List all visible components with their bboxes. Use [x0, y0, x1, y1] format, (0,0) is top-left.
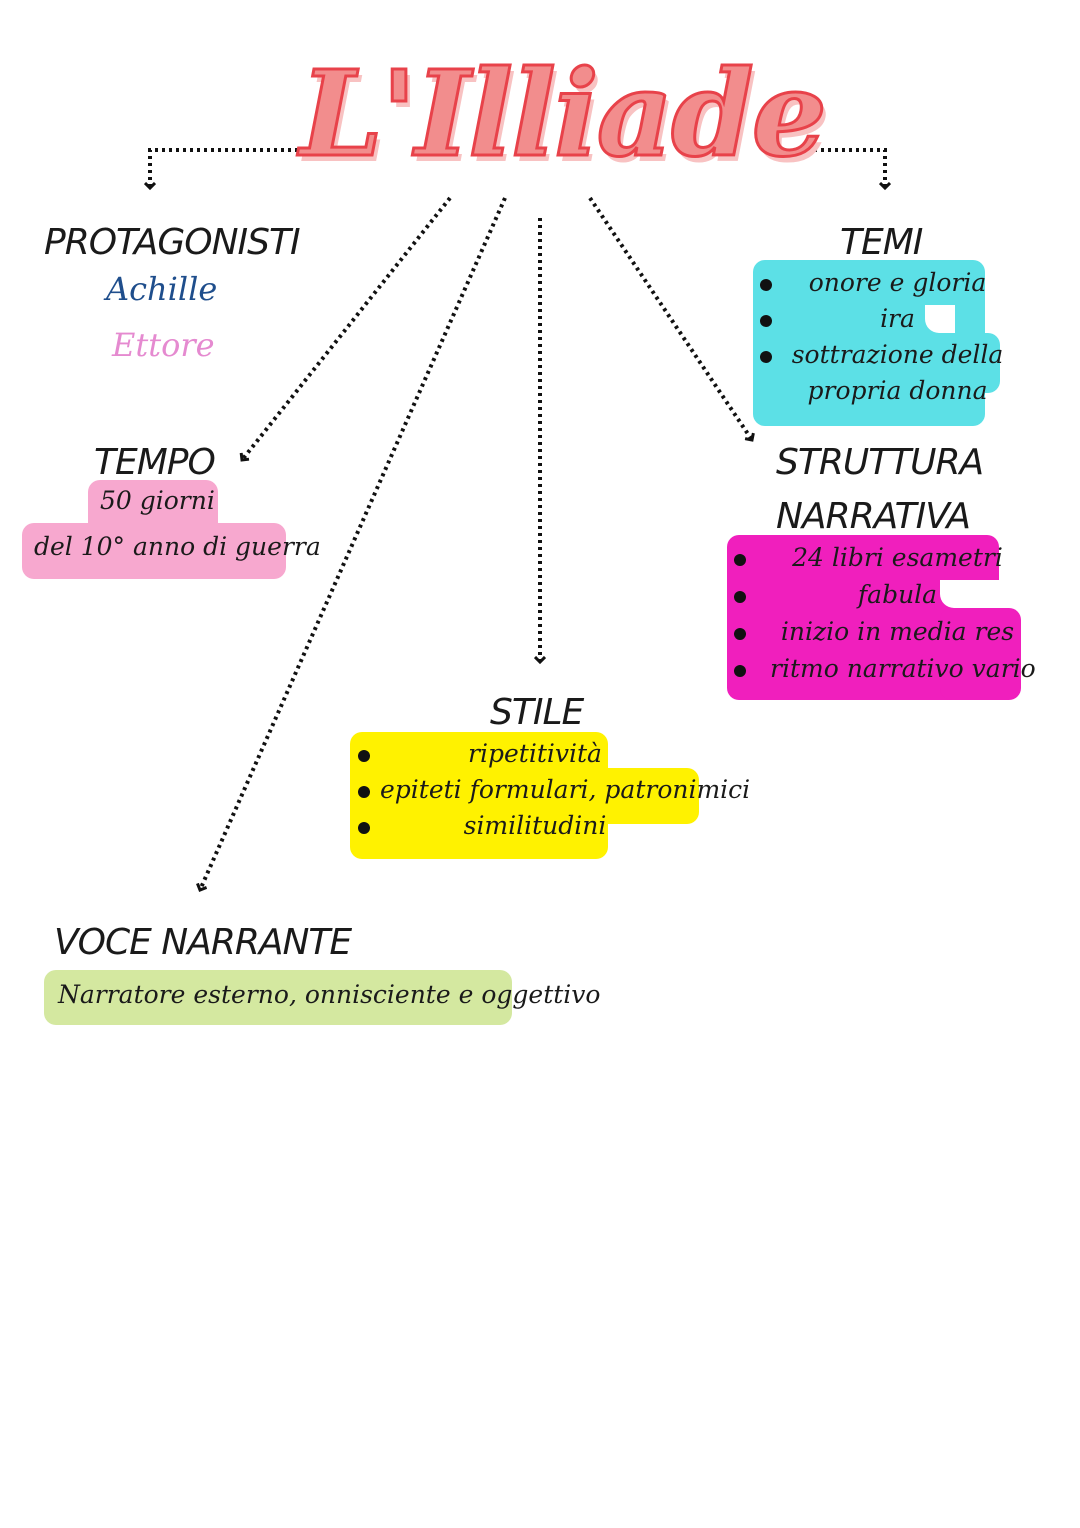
bullet [760, 351, 772, 363]
bullet [760, 279, 772, 291]
arrow-to-protagonisti [150, 148, 312, 188]
stile-item: epiteti formulari, patronimici [380, 775, 751, 804]
bullet [358, 750, 370, 762]
temi-heading: TEMI [840, 222, 923, 263]
struttura-item: fabula [857, 580, 938, 609]
bullet [734, 665, 746, 677]
arrow-to-voce [200, 197, 507, 890]
struttura-heading-line-2: NARRATIVA [776, 496, 971, 537]
tempo-year: del 10° anno di guerra [34, 532, 321, 561]
voce-text: Narratore esterno, onnisciente e oggetti… [58, 980, 601, 1009]
tempo-heading: TEMPO [94, 442, 216, 483]
stile-heading: STILE [490, 692, 584, 733]
bullet [358, 822, 370, 834]
voce-box [44, 970, 512, 1025]
map-title: L'Illiade [299, 44, 829, 183]
protagonisti-heading: PROTAGONISTI [44, 222, 301, 263]
stile-item: similitudini [463, 811, 607, 840]
struttura-item: 24 libri esametri [792, 543, 1003, 572]
bullet [734, 628, 746, 640]
struttura-item: ritmo narrativo vario [770, 654, 1036, 683]
temi-item: sottrazione della [791, 340, 1004, 369]
tempo-duration: 50 giorni [100, 486, 215, 515]
stile-item: ripetitività [468, 739, 602, 768]
struttura-item: inizio in media res [780, 617, 1015, 646]
arrow-to-temi [800, 148, 885, 188]
bullet [358, 786, 370, 798]
protagonist-achille: Achille [106, 270, 218, 308]
voce-heading: VOCE NARRANTE [54, 922, 352, 963]
struttura-heading-line-1: STRUTTURA [776, 442, 984, 483]
protagonist-ettore: Ettore [112, 326, 215, 364]
bullet [734, 591, 746, 603]
bullet [760, 315, 772, 327]
temi-item: propria donna [807, 376, 988, 405]
arrow-to-struttura [588, 196, 752, 440]
temi-item: ira [880, 304, 915, 333]
bullet [734, 554, 746, 566]
temi-item: onore e gloria [808, 268, 987, 297]
